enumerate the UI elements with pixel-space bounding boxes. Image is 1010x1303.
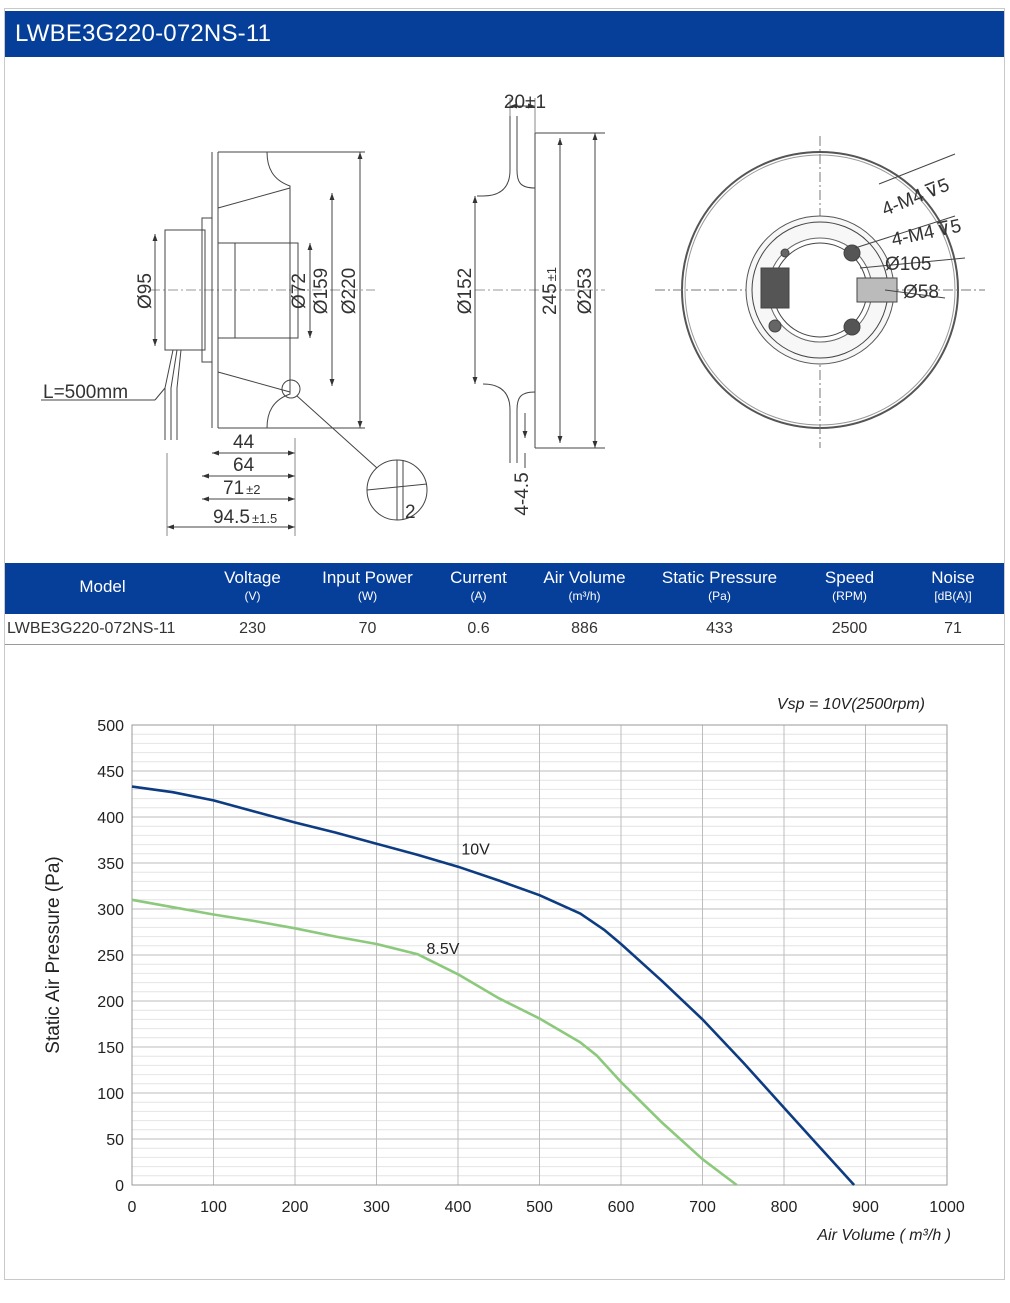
col-speed: Speed(RPM) [824, 568, 875, 603]
section-view [472, 98, 605, 468]
cell-speed: 2500 [831, 620, 868, 637]
plot-area-frame [131, 724, 948, 1186]
thread-4-m4-b: 4-M4⊽5 [890, 216, 964, 251]
x-tick-label: 400 [445, 1199, 472, 1216]
chart-svg: 0 50 100 150 200 250 300 350 400 450 500 0 100 200 300… [43, 696, 965, 1244]
y-tick-label: 350 [97, 856, 124, 873]
y-tick-label: 300 [97, 902, 124, 919]
y-tick-label: 400 [97, 810, 124, 827]
cell-air-volume: 886 [571, 620, 598, 637]
cable-length: L=500mm [43, 382, 128, 403]
dim-64: 64 [233, 455, 255, 476]
dim-245: 245±1 [540, 267, 561, 315]
drawings-svg: Ø95 Ø72 Ø159 Ø220 L=500mm 44 64 71±2 94.… [41, 92, 985, 536]
dim-d152: Ø152 [455, 268, 476, 314]
dim-d159: Ø159 [311, 268, 332, 314]
x-tick-label: 100 [200, 1199, 227, 1216]
series-line-8-5V [131, 898, 738, 1187]
page-frame [4, 8, 1005, 1280]
chart-grid [131, 724, 948, 1186]
col-static-pressure: Static Pressure(Pa) [661, 568, 778, 603]
spec-table-header: Model Voltage(V) Input Power(W) Current(… [5, 563, 1004, 614]
dim-4-4-5: 4-4.5 [512, 472, 533, 515]
performance-chart: 0 50 100 150 200 250 300 350 400 450 500 0 100 200 300… [5, 645, 1004, 1275]
x-tick-label: 800 [771, 1199, 798, 1216]
table-row: LWBE3G220-072NS-11 230 70 0.6 886 433 25… [5, 614, 1004, 645]
y-tick-label: 100 [97, 1086, 124, 1103]
dim-d253: Ø253 [575, 268, 596, 314]
y-tick-label: 500 [97, 718, 124, 735]
col-air-volume: Air Volume(m³/h) [543, 568, 626, 603]
thread-4-m4-a: 4-M4⊽5 [879, 175, 953, 221]
col-noise: Noise[dB(A)] [931, 568, 975, 603]
dim-94-5: 94.5±1.5 [213, 507, 277, 528]
x-tick-label: 600 [608, 1199, 635, 1216]
series-line-10V [131, 785, 856, 1186]
col-input-power: Input Power(W) [322, 568, 413, 603]
cell-model: LWBE3G220-072NS-11 [7, 620, 176, 637]
series-label: 10V [461, 841, 490, 858]
x-tick-label: 300 [363, 1199, 390, 1216]
cell-voltage: 230 [239, 620, 266, 637]
chart-axes: 0 50 100 150 200 250 300 350 400 450 500 0 100 200 300… [97, 718, 965, 1216]
x-tick-label: 500 [526, 1199, 553, 1216]
y-axis-label: Static Air Pressure (Pa) [43, 856, 64, 1053]
y-tick-label: 250 [97, 948, 124, 965]
x-tick-label: 700 [689, 1199, 716, 1216]
dim-d72: Ø72 [289, 273, 310, 309]
side-view-labels: Ø95 Ø72 Ø159 Ø220 L=500mm 44 64 71±2 94.… [43, 268, 416, 528]
y-tick-label: 450 [97, 764, 124, 781]
dim-71: 71±2 [223, 478, 261, 499]
chart-annotation: Vsp = 10V(2500rpm) [777, 696, 925, 713]
col-voltage: Voltage(V) [224, 568, 281, 603]
y-tick-label: 50 [106, 1132, 124, 1149]
front-view [655, 136, 985, 448]
dim-20: 20±1 [504, 92, 546, 113]
x-tick-label: 1000 [929, 1199, 965, 1216]
cell-static-pressure: 433 [706, 620, 733, 637]
section-view-labels: 20±1 Ø152 245±1 Ø253 4-4.5 [455, 92, 596, 516]
dim-d95: Ø95 [135, 273, 156, 309]
cell-noise: 71 [944, 620, 962, 637]
x-tick-label: 200 [282, 1199, 309, 1216]
col-current: Current(A) [450, 568, 507, 603]
x-tick-label: 900 [852, 1199, 879, 1216]
cell-input-power: 70 [358, 620, 377, 637]
dim-d105: Ø105 [885, 254, 931, 275]
title-bar: LWBE3G220-072NS-11 [5, 11, 1004, 57]
y-tick-label: 0 [115, 1178, 124, 1195]
dim-d58: Ø58 [903, 282, 939, 303]
col-model: Model [79, 577, 126, 596]
spec-table: Model Voltage(V) Input Power(W) Current(… [5, 563, 1004, 645]
y-tick-label: 150 [97, 1040, 124, 1057]
chart-series: 10V 8.5V [131, 785, 856, 1187]
dim-44: 44 [233, 432, 255, 453]
y-tick-label: 200 [97, 994, 124, 1011]
side-view [41, 151, 428, 536]
x-axis-label: Air Volume ( m³/h ) [816, 1227, 951, 1244]
cell-current: 0.6 [467, 620, 490, 637]
technical-drawings: Ø95 Ø72 Ø159 Ø220 L=500mm 44 64 71±2 94.… [5, 58, 1004, 563]
page-title: LWBE3G220-072NS-11 [15, 20, 272, 47]
series-label: 8.5V [426, 941, 459, 958]
x-tick-label: 0 [128, 1199, 137, 1216]
detail-dim-2: 2 [405, 502, 416, 523]
dim-d220: Ø220 [339, 268, 360, 314]
